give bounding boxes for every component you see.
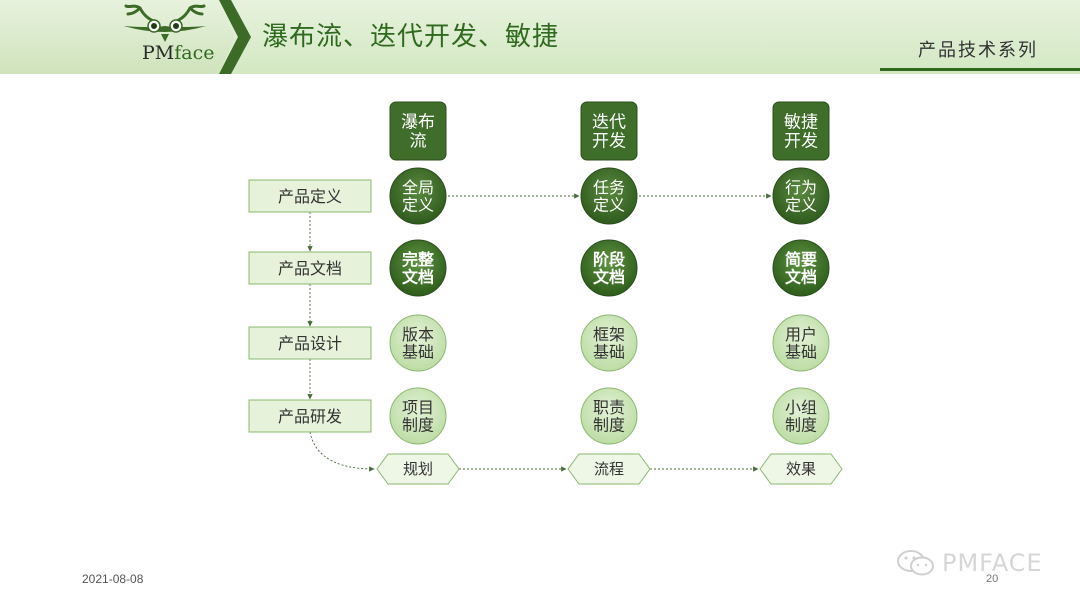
node-label: 用户 xyxy=(785,325,817,344)
stage-label: 产品研发 xyxy=(278,407,342,426)
outcome-label: 效果 xyxy=(786,460,816,478)
node-label: 基础 xyxy=(402,343,434,362)
stage-label: 产品文档 xyxy=(278,259,342,278)
node-label: 项目 xyxy=(402,398,434,417)
outcome-hexagon xyxy=(759,453,843,485)
node-label: 制度 xyxy=(785,416,817,435)
node-circle xyxy=(580,167,638,225)
node-label: 完整 xyxy=(402,250,434,269)
node-circle xyxy=(389,387,447,445)
node-label: 全局 xyxy=(402,178,434,197)
node-label: 文档 xyxy=(593,268,625,287)
stage-box xyxy=(248,251,372,285)
node-label: 小组 xyxy=(785,398,817,417)
node-circle xyxy=(772,239,830,297)
node-label: 制度 xyxy=(593,416,625,435)
node-label: 行为 xyxy=(785,178,817,197)
column-header-label: 开发 xyxy=(592,132,626,152)
node-circle xyxy=(772,167,830,225)
column-header-label: 流 xyxy=(410,132,427,152)
node-label: 版本 xyxy=(402,325,434,344)
watermark-text: PMFACE xyxy=(942,549,1043,577)
node-label: 定义 xyxy=(593,196,625,215)
stage-box xyxy=(248,179,372,213)
column-header-box xyxy=(389,101,447,161)
watermark: PMFACE xyxy=(896,548,1043,578)
node-label: 制度 xyxy=(402,416,434,435)
outcome-label: 规划 xyxy=(403,460,433,478)
node-label: 基础 xyxy=(593,343,625,362)
node-circle xyxy=(389,314,447,372)
node-label: 基础 xyxy=(785,343,817,362)
node-label: 任务 xyxy=(593,178,625,197)
deer-logo-icon xyxy=(124,4,206,42)
stage-label: 产品设计 xyxy=(278,334,342,353)
wechat-icon xyxy=(897,550,934,576)
stage-label: 产品定义 xyxy=(278,187,342,206)
logo-wordmark: PMface xyxy=(142,42,215,64)
outcome-hexagon xyxy=(567,453,651,485)
node-circle xyxy=(580,387,638,445)
node-circle xyxy=(389,239,447,297)
stage-box xyxy=(248,399,372,433)
node-label: 职责 xyxy=(593,398,625,417)
node-circle xyxy=(580,239,638,297)
node-label: 定义 xyxy=(402,196,434,215)
column-header-label: 开发 xyxy=(784,132,818,152)
node-circle xyxy=(772,314,830,372)
node-label: 阶段 xyxy=(593,250,626,269)
footer-date: 2021-08-08 xyxy=(82,572,144,586)
outcome-hexagon xyxy=(376,453,460,485)
series-label: 产品技术系列 xyxy=(918,40,1038,61)
column-header-box xyxy=(772,101,830,161)
series-underline xyxy=(880,68,1080,71)
column-header-label: 迭代 xyxy=(592,113,626,133)
outcome-label: 流程 xyxy=(594,460,624,478)
curve-arrow xyxy=(309,431,375,472)
page-title: 瀑布流、迭代开发、敏捷 xyxy=(262,22,560,52)
node-label: 文档 xyxy=(402,268,434,287)
column-header-box xyxy=(580,101,638,161)
stage-box xyxy=(248,326,372,360)
node-label: 简要 xyxy=(785,250,817,269)
node-circle xyxy=(772,387,830,445)
node-circle xyxy=(580,314,638,372)
column-header-label: 敏捷 xyxy=(784,113,818,133)
node-label: 定义 xyxy=(785,196,817,215)
page-number: 20 xyxy=(986,573,999,585)
node-label: 框架 xyxy=(593,325,625,344)
node-circle xyxy=(389,167,447,225)
column-header-label: 瀑布 xyxy=(401,113,435,133)
node-label: 文档 xyxy=(785,268,817,287)
